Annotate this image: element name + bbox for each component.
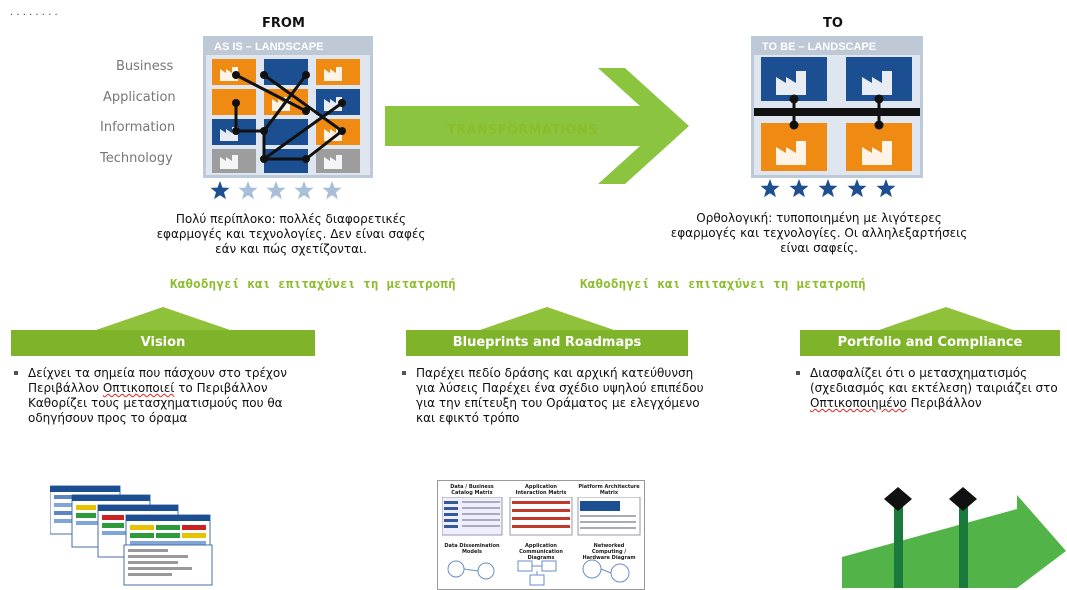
to-be-landscape-panel: TO BE – LANDSCAPE	[751, 36, 923, 178]
thumb-label: Application Communication Diagrams	[519, 543, 563, 561]
thumb-label: Platform Architecture Matrix	[578, 484, 640, 496]
star-empty-icon	[322, 181, 342, 200]
blueprints-bar: Blueprints and Roadmaps	[406, 330, 688, 356]
vision-dashboards-image	[50, 485, 213, 586]
star-filled-icon	[789, 179, 809, 198]
star-filled-icon	[876, 179, 896, 198]
from-rating-stars	[210, 181, 342, 200]
to-be-grid	[754, 57, 920, 171]
as-is-grid	[212, 59, 360, 173]
bullet-dot	[402, 371, 406, 375]
drive-caption-right: Καθοδηγεί και επιταχύνει τη μετατροπή	[580, 276, 866, 291]
from-header: FROM	[262, 16, 305, 31]
portfolio-bar: Portfolio and Compliance	[800, 330, 1060, 356]
star-empty-icon	[294, 181, 314, 200]
star-filled-icon	[210, 181, 230, 200]
thumb-label: Data / Business Catalog Matrix	[450, 484, 494, 496]
to-description: Ορθολογική: τυποποιημένη με λιγότερες εφ…	[670, 211, 968, 255]
header-fragment: · · · · · · · ·	[10, 10, 58, 21]
thumb-label: Networked Computing / Hardware Diagram	[582, 543, 636, 561]
vision-triangle	[93, 307, 233, 331]
star-filled-icon	[760, 179, 780, 198]
blueprints-image: Data / Business Catalog Matrix Applicati…	[437, 480, 645, 590]
bullet-dot	[14, 371, 18, 375]
star-filled-icon	[847, 179, 867, 198]
thumb-matrices	[442, 497, 641, 536]
to-header: TO	[823, 16, 843, 31]
layer-technology: Technology	[100, 151, 173, 166]
blueprints-triangle	[477, 307, 617, 331]
thumb-label: Data Dissemination Models	[444, 543, 500, 555]
as-is-landscape-panel: AS IS – LANDSCAPE	[203, 36, 373, 178]
transformations-arrow	[385, 68, 689, 184]
bullet-dot	[796, 371, 800, 375]
star-filled-icon	[818, 179, 838, 198]
to-be-panel-title: TO BE – LANDSCAPE	[754, 39, 920, 55]
star-empty-icon	[238, 181, 258, 200]
layer-business: Business	[116, 59, 174, 74]
to-rating-stars	[760, 179, 896, 198]
drive-caption-left: Καθοδηγεί και επιταχύνει τη μετατροπή	[170, 276, 456, 291]
as-is-panel-title: AS IS – LANDSCAPE	[206, 39, 370, 55]
portfolio-triangle	[876, 307, 1016, 331]
portfolio-text: Διασφαλίζει ότι ο μετασχηματισμός (σχεδι…	[796, 366, 1067, 411]
from-description: Πολύ περίπλοκο: πολλές διαφορετικές εφαρ…	[156, 212, 426, 256]
thumb-diagrams	[447, 559, 630, 586]
vision-bar: Vision	[11, 330, 315, 356]
transformations-label: TRANSFORMATIONS	[447, 123, 598, 138]
blueprints-text: Παρέχει πεδίο δράσης και αρχική κατεύθυν…	[402, 366, 706, 426]
portfolio-roadmap-image	[842, 487, 1066, 588]
star-empty-icon	[266, 181, 286, 200]
vision-text: Δείχνει τα σημεία που πάσχουν στο τρέχον…	[14, 366, 308, 426]
layer-information: Information	[100, 120, 176, 135]
layer-application: Application	[103, 90, 176, 105]
thumb-label: Application Interaction Matrix	[515, 484, 567, 496]
